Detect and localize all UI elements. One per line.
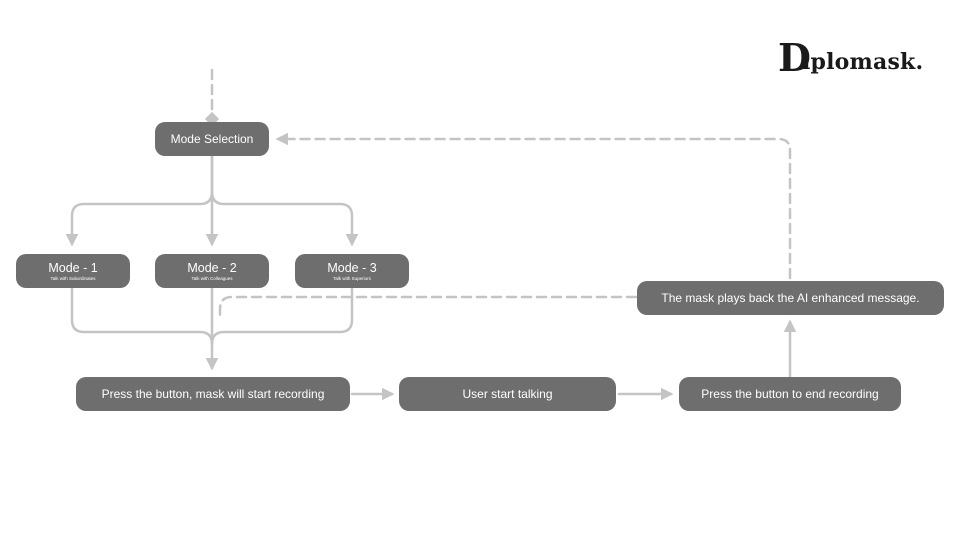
mode2-title: Mode - 2 [187, 260, 237, 275]
start-recording-label: Press the button, mask will start record… [101, 387, 325, 401]
playback-node[interactable]: The mask plays back the AI enhanced mess… [637, 281, 944, 315]
branch-to-mode3 [210, 190, 359, 247]
user-talking-node[interactable]: User start talking [399, 377, 616, 411]
logo-initial: D [778, 35, 811, 80]
mode2-subtitle: Talk with Colleagues [191, 275, 233, 281]
diplomask-logo: D iplomask. [778, 35, 924, 80]
mode3-node[interactable]: Mode - 3 Talk with Superiors [295, 254, 409, 288]
mode1-title: Mode - 1 [48, 260, 98, 275]
mode-selection-node[interactable]: Mode Selection [155, 122, 269, 156]
loop-dashed-line [218, 295, 638, 320]
user-talking-label: User start talking [462, 387, 553, 401]
mode1-subtitle: Talk with Subordinates [50, 275, 96, 281]
return-dashed-line [275, 132, 792, 280]
mode3-title: Mode - 3 [327, 260, 377, 275]
end-recording-label: Press the button to end recording [701, 387, 879, 401]
mode1-node[interactable]: Mode - 1 Talk with Subordinates [16, 254, 130, 288]
end-recording-node[interactable]: Press the button to end recording [679, 377, 901, 411]
mode2-node[interactable]: Mode - 2 Talk with Colleagues [155, 254, 269, 288]
logo-wordmark: iplomask. [801, 49, 924, 75]
mode-selection-label: Mode Selection [170, 132, 254, 146]
branch-to-mode1 [65, 154, 214, 247]
mode3-subtitle: Talk with Superiors [333, 275, 371, 281]
start-recording-node[interactable]: Press the button, mask will start record… [76, 377, 350, 411]
playback-label: The mask plays back the AI enhanced mess… [661, 291, 920, 305]
merge-from-mode3 [210, 286, 354, 346]
merge-from-mode1 [70, 286, 219, 371]
